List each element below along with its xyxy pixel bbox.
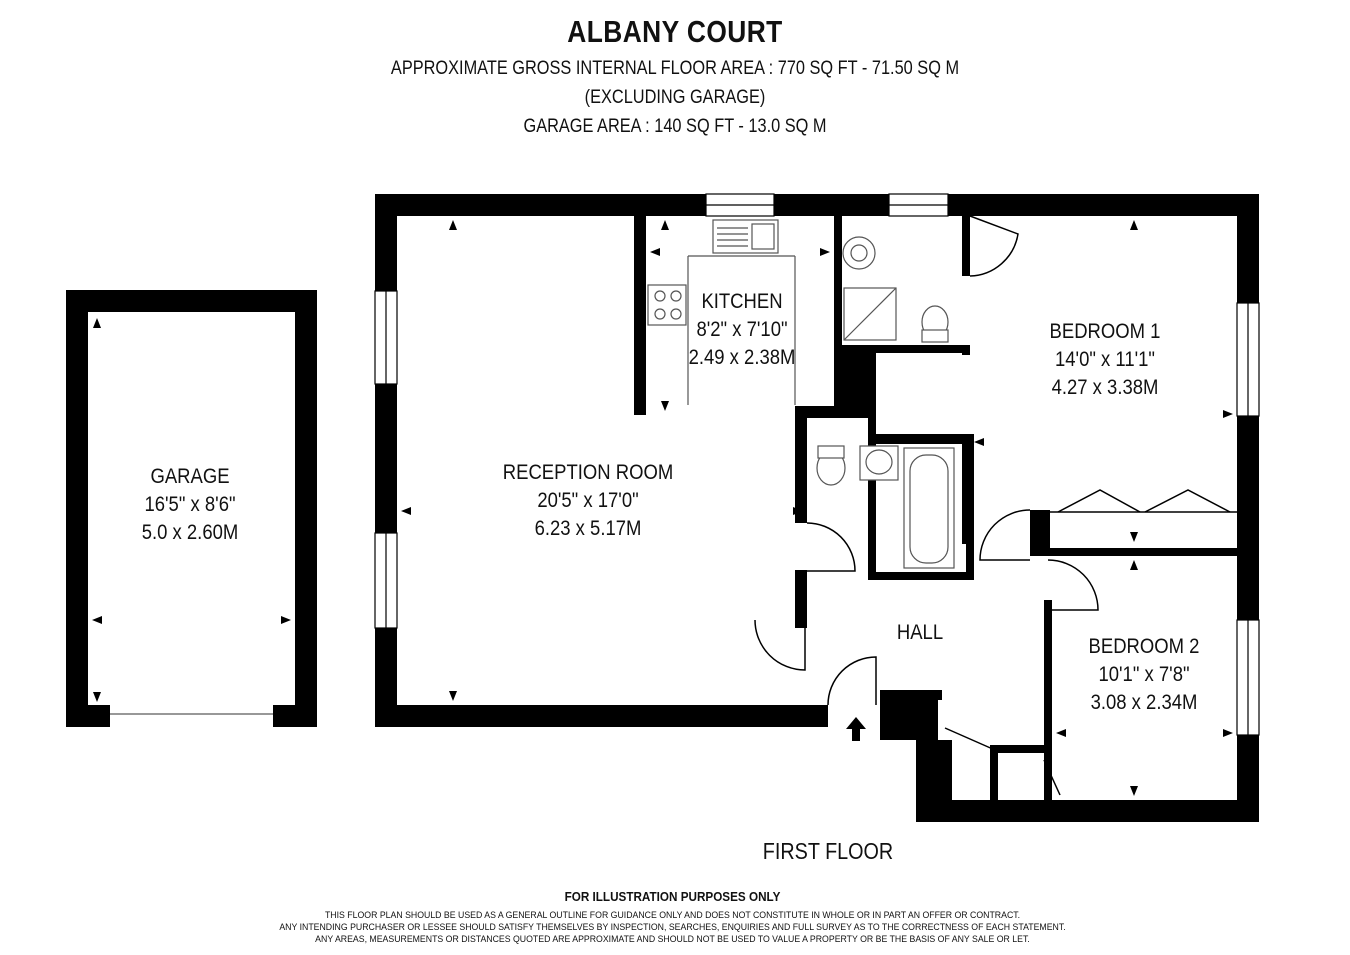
windows xyxy=(374,193,1260,736)
dimension-arrows xyxy=(401,220,1233,796)
plan-title: ALBANY COURT xyxy=(567,14,783,49)
bedroom2-name: BEDROOM 2 xyxy=(1088,635,1200,658)
entrance-arrow-icon xyxy=(846,717,866,741)
reception-imperial: 20'5" x 17'0" xyxy=(537,489,639,512)
bedroom2-metric: 3.08 x 2.34M xyxy=(1090,691,1198,714)
excluding-garage-text: (EXCLUDING GARAGE) xyxy=(584,87,766,108)
disclaimer-line-1: THIS FLOOR PLAN SHOULD BE USED AS A GENE… xyxy=(324,910,1021,921)
garage-name: GARAGE xyxy=(150,465,230,488)
garage-dimension-arrows xyxy=(92,318,291,702)
garage-metric: 5.0 x 2.60M xyxy=(141,521,239,544)
disclaimer-heading: FOR ILLUSTRATION PURPOSES ONLY xyxy=(564,889,781,904)
reception-name: RECEPTION ROOM xyxy=(502,461,674,484)
internal-walls xyxy=(634,216,1237,800)
door-swings xyxy=(754,215,1099,796)
hall-name: HALL xyxy=(896,621,944,644)
room-label-kitchen: KITCHEN 8'2" x 7'10" 2.49 x 2.38M xyxy=(680,288,803,372)
ensuite-fixtures xyxy=(842,236,949,343)
kitchen-fixtures xyxy=(647,219,796,405)
room-label-bedroom1: BEDROOM 1 14'0" x 11'1" 4.27 x 3.38M xyxy=(1043,318,1166,402)
room-label-hall: HALL xyxy=(885,619,955,647)
kitchen-name: KITCHEN xyxy=(701,290,783,313)
bedroom1-imperial: 14'0" x 11'1" xyxy=(1055,348,1155,371)
garage-walls xyxy=(66,290,317,727)
floor-area-text: APPROXIMATE GROSS INTERNAL FLOOR AREA : … xyxy=(390,58,960,79)
outer-walls xyxy=(375,194,1259,822)
kitchen-metric: 2.49 x 2.38M xyxy=(688,346,796,369)
kitchen-imperial: 8'2" x 7'10" xyxy=(696,318,788,341)
bedroom2-imperial: 10'1" x 7'8" xyxy=(1098,663,1190,686)
disclaimer-line-2: ANY INTENDING PURCHASER OR LESSEE SHOULD… xyxy=(279,922,1066,933)
garage-imperial: 16'5" x 8'6" xyxy=(144,493,236,516)
room-label-reception: RECEPTION ROOM 20'5" x 17'0" 6.23 x 5.17… xyxy=(491,459,685,543)
bedroom1-metric: 4.27 x 3.38M xyxy=(1051,376,1159,399)
bathroom-fixtures xyxy=(816,445,955,569)
room-label-garage: GARAGE 16'5" x 8'6" 5.0 x 2.60M xyxy=(111,463,269,547)
garage-area-text: GARAGE AREA : 140 SQ FT - 13.0 SQ M xyxy=(523,116,827,137)
reception-metric: 6.23 x 5.17M xyxy=(534,517,642,540)
floor-label: FIRST FLOOR xyxy=(762,838,894,864)
bedroom1-name: BEDROOM 1 xyxy=(1049,320,1161,343)
room-label-bedroom2: BEDROOM 2 10'1" x 7'8" 3.08 x 2.34M xyxy=(1082,633,1205,717)
wardrobe xyxy=(1050,489,1237,513)
disclaimer-line-3: ANY AREAS, MEASUREMENTS OR DISTANCES QUO… xyxy=(315,934,1030,945)
